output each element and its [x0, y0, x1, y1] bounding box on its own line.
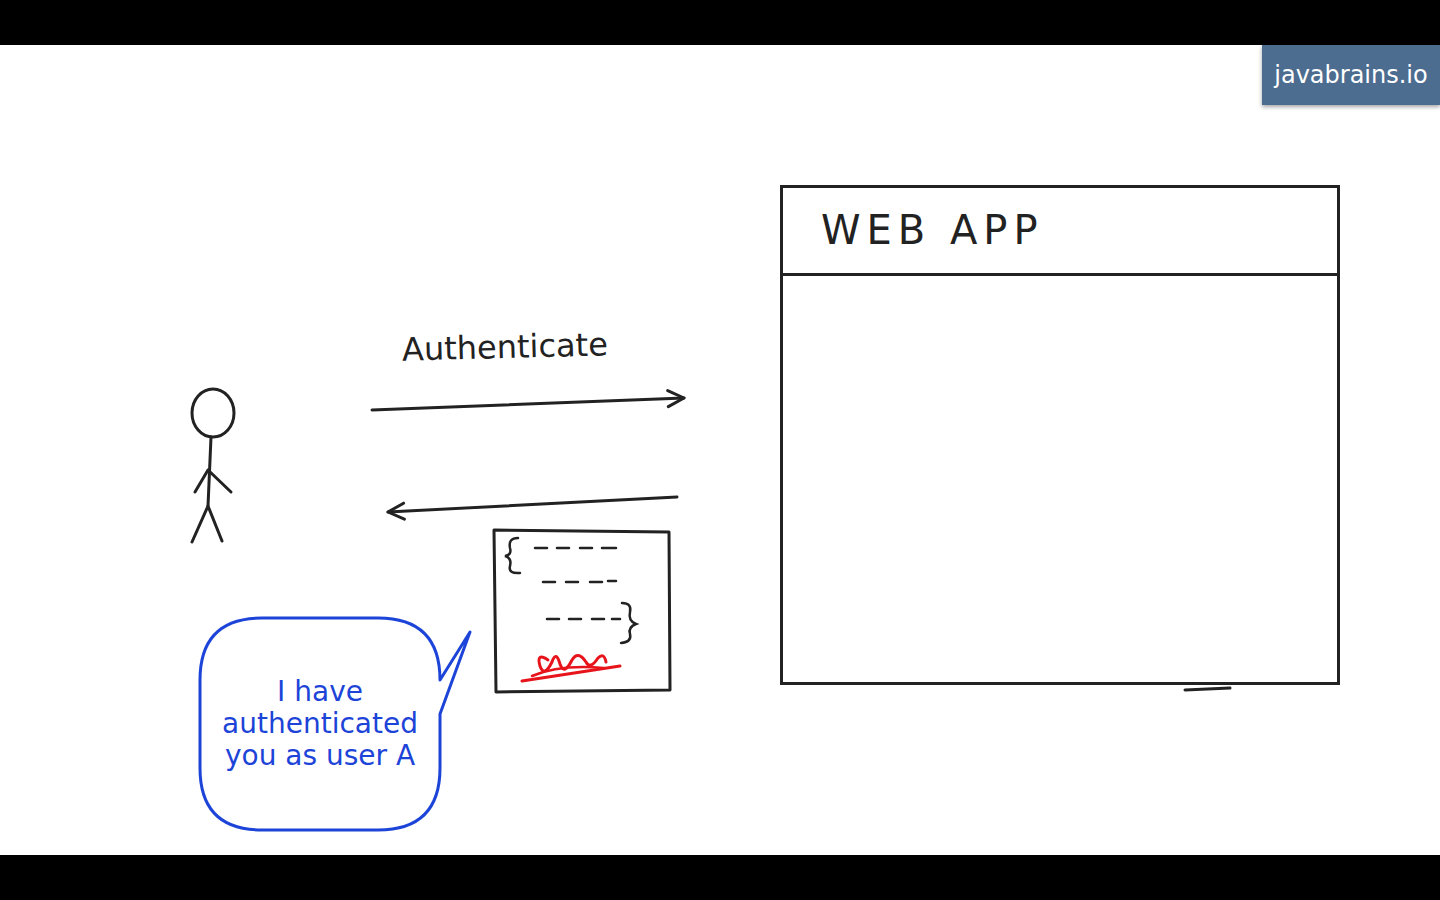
json-dashes — [543, 581, 616, 582]
response-arrow — [388, 497, 677, 512]
figure-head — [192, 389, 234, 437]
signature-stroke — [532, 667, 604, 676]
watermark: javabrains.io — [1262, 45, 1440, 105]
open-brace — [505, 538, 520, 573]
signature-underline — [522, 666, 620, 681]
bubble-path — [200, 618, 470, 830]
document-outline — [494, 530, 670, 692]
close-brace — [621, 603, 636, 643]
request-arrow — [372, 398, 684, 410]
box-mark — [1185, 688, 1230, 690]
stick-figure — [192, 389, 234, 542]
bottom-bar — [0, 855, 1440, 900]
app-title: WEB APP — [783, 188, 1337, 276]
bubble-text: I have authenticated you as user A — [222, 676, 418, 773]
json-dashes — [547, 618, 620, 621]
json-dashes — [535, 547, 616, 550]
token-document — [494, 530, 670, 692]
figure-legs — [192, 506, 222, 542]
speech-bubble: I have authenticated you as user A — [200, 618, 440, 830]
app-box: WEB APP — [780, 185, 1340, 685]
top-bar — [0, 0, 1440, 45]
figure-arms — [195, 470, 231, 492]
arrow-label: Authenticate — [402, 325, 609, 368]
